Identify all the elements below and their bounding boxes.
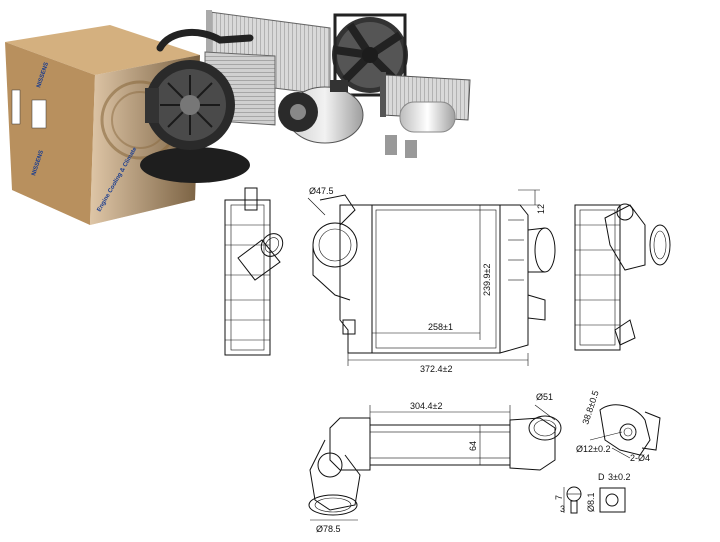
svg-text:64: 64: [468, 441, 478, 451]
svg-text:239.9±2: 239.9±2: [482, 264, 492, 296]
dim-core-height: 239.9±2: [479, 205, 492, 340]
front-outlet: [527, 227, 556, 321]
receiver-drier: [385, 101, 456, 158]
svg-text:Ø12±0.2: Ø12±0.2: [576, 444, 610, 454]
radiator-fan: [332, 13, 408, 97]
svg-text:3: 3: [560, 504, 565, 514]
svg-text:2-Ø4: 2-Ø4: [630, 453, 650, 463]
bottom-view: [308, 415, 562, 516]
side-view-right: [574, 203, 671, 351]
dim-overall-width: 372.4±2: [347, 353, 529, 374]
dim-core-width: 258±1: [372, 322, 480, 334]
svg-text:Ø51: Ø51: [536, 392, 553, 402]
side-inlet-pipe: [237, 233, 284, 281]
dim-outlet-diameter: Ø51: [534, 392, 556, 421]
dim-inlet-diameter: Ø47.5: [307, 186, 334, 216]
svg-text:3±0.2: 3±0.2: [608, 472, 630, 482]
svg-text:258±1: 258±1: [428, 322, 453, 332]
svg-text:Ø47.5: Ø47.5: [309, 186, 334, 196]
dim-bottom-inlet-diameter: Ø78.5: [310, 519, 358, 534]
svg-text:372.4±2: 372.4±2: [420, 364, 452, 374]
bottom-inlet: [308, 439, 361, 516]
svg-text:Ø78.5: Ø78.5: [316, 524, 341, 534]
blower-motor: [140, 60, 250, 183]
svg-text:12: 12: [536, 204, 546, 214]
svg-text:38.8±0.5: 38.8±0.5: [580, 389, 600, 425]
svg-text:304.4±2: 304.4±2: [410, 401, 442, 411]
front-view: [312, 194, 556, 354]
right-outlet-pipe: [604, 203, 671, 271]
bottom-outlet: [528, 415, 562, 441]
ac-compressor: [278, 80, 364, 144]
svg-text:Ø8.1: Ø8.1: [586, 492, 596, 512]
side-view-left: [224, 187, 284, 356]
dim-top-offset: 12: [518, 189, 546, 214]
front-inlet: [312, 194, 358, 301]
svg-text:D: D: [598, 472, 605, 482]
hose: [156, 28, 254, 52]
svg-text:7: 7: [554, 495, 564, 500]
bracket-detail: 38.8±0.5 Ø12±0.2 2-Ø4: [576, 389, 661, 463]
pin-detail: 7 3 Ø8.1 D 3±0.2: [554, 472, 630, 514]
dim-bottom-height: 64: [468, 425, 481, 465]
dim-bottom-length: 304.4±2: [369, 401, 511, 425]
